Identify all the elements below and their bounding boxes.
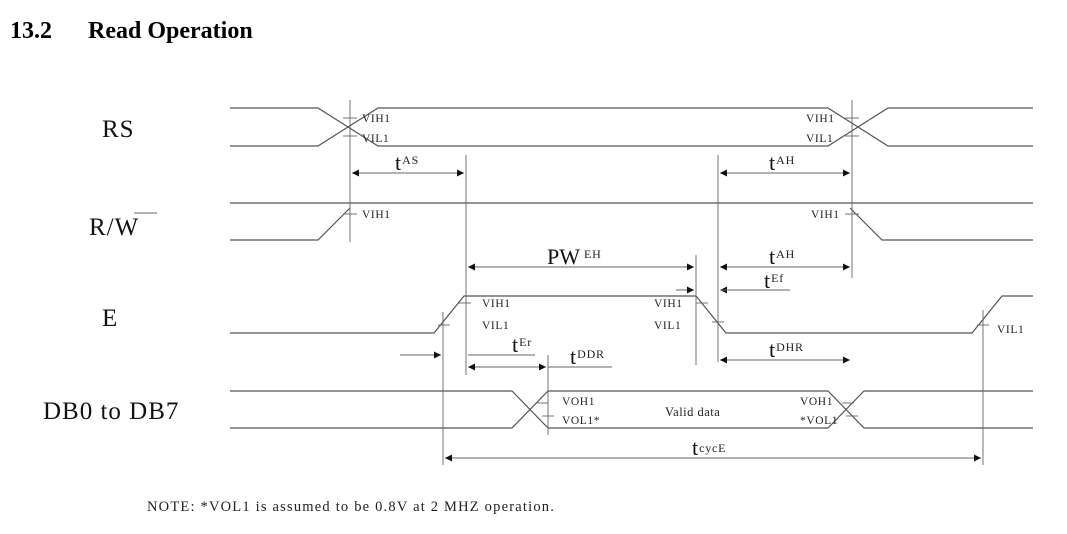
label-tddr: tDDR (570, 344, 605, 369)
timing-arrows (352, 169, 981, 462)
rw-waveform (230, 202, 1033, 241)
section-heading: 13.2 Read Operation (10, 18, 253, 45)
e-vih1-left: VIH1 (482, 298, 511, 310)
label-tah2: tAH (769, 244, 795, 269)
signal-label-rw: R/W (89, 214, 139, 241)
e-vil1-right: VIL1 (654, 320, 681, 332)
db-vol1-left: VOL1* (562, 415, 600, 427)
reference-lines (349, 100, 984, 465)
db-voh1-left: VOH1 (562, 396, 595, 408)
signal-label-e: E (102, 305, 118, 332)
e-waveform (230, 295, 1033, 334)
signal-label-rs: RS (102, 116, 135, 143)
db-vol1-right: *VOL1 (800, 415, 838, 427)
label-tcyce: tcycE (692, 435, 726, 460)
valid-data-label: Valid data (665, 405, 720, 419)
db-waveform (230, 390, 1033, 429)
label-tah1: tAH (769, 150, 795, 175)
e-vih1-right: VIH1 (654, 298, 683, 310)
rs-vil1-left: VIL1 (362, 133, 389, 145)
rs-vih1-left: VIH1 (362, 113, 391, 125)
rs-vil1-right: VIL1 (806, 133, 833, 145)
e-vil1-left: VIL1 (482, 320, 509, 332)
db-voh1-right: VOH1 (800, 396, 833, 408)
section-number: 13.2 (10, 18, 52, 44)
signal-label-db: DB0 to DB7 (43, 398, 179, 425)
section-title: Read Operation (88, 18, 253, 44)
footnote: NOTE: *VOL1 is assumed to be 0.8V at 2 M… (147, 499, 555, 515)
label-tdhr: tDHR (769, 337, 804, 362)
label-tef: tEf (764, 268, 784, 293)
rw-vih1-right: VIH1 (811, 209, 840, 221)
label-ter: tEr (512, 332, 532, 357)
e-vil1-end: VIL1 (997, 324, 1024, 336)
rs-vih1-right: VIH1 (806, 113, 835, 125)
rw-vih1-left: VIH1 (362, 209, 391, 221)
level-ticks (343, 117, 989, 417)
label-tas: tAS (395, 150, 419, 175)
rs-waveform (230, 107, 1033, 147)
